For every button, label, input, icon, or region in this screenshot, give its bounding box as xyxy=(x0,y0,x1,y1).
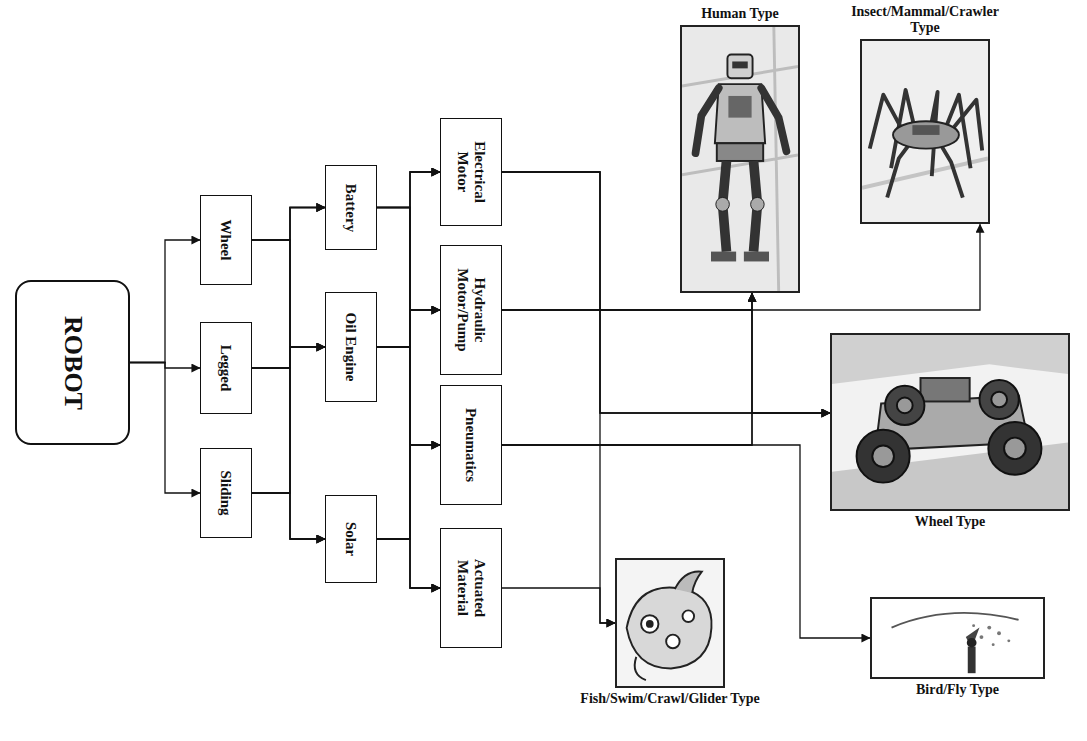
connector-arrow xyxy=(252,347,325,493)
power-box: Solar xyxy=(325,495,377,583)
type-label: Wheel Type xyxy=(825,514,1075,530)
box-label: Pneumatics xyxy=(463,408,480,482)
connector-arrow xyxy=(252,240,325,347)
robot-type-picture: Human Type xyxy=(660,6,820,293)
box-label: Actuated Material xyxy=(455,548,488,628)
connector-arrow xyxy=(252,208,325,494)
connector-arrow xyxy=(377,347,440,445)
connector-arrow xyxy=(502,310,830,413)
connector-arrow xyxy=(130,240,200,363)
box-label: Oil Engine xyxy=(343,313,360,382)
hexapod-robot-picture xyxy=(862,41,988,222)
connector-arrow xyxy=(377,208,440,311)
connector-arrow xyxy=(252,347,325,368)
connector-arrow xyxy=(252,208,325,241)
connector-arrow xyxy=(377,208,440,446)
type-label: Insect/Mammal/Crawler Type xyxy=(835,4,1015,36)
picture-frame xyxy=(870,597,1045,679)
connector-arrow xyxy=(130,363,200,494)
flying-robot-picture xyxy=(872,599,1043,677)
box-label: Legged xyxy=(218,345,235,392)
box-label: Battery xyxy=(343,183,360,231)
connector-arrow xyxy=(377,539,440,588)
robot-type-picture: Bird/Fly Type xyxy=(850,597,1065,698)
locomotion-box: Sliding xyxy=(200,448,252,538)
connector-arrow xyxy=(502,172,615,623)
connector-arrow xyxy=(502,293,752,445)
box-label: Hydraulic Motor/Pump xyxy=(455,258,488,362)
connector-arrow xyxy=(502,413,830,445)
fish-robot-picture xyxy=(617,560,723,686)
box-label: Sliding xyxy=(218,470,235,515)
robot-type-picture: Wheel Type xyxy=(825,333,1075,530)
box-label: Wheel xyxy=(218,220,235,261)
picture-frame xyxy=(860,39,990,224)
connector-arrow xyxy=(502,588,615,623)
actuator-box: Pneumatics xyxy=(440,385,502,505)
type-label: Bird/Fly Type xyxy=(850,682,1065,698)
type-label: Human Type xyxy=(660,6,820,22)
humanoid-robot-picture xyxy=(682,27,798,291)
picture-frame xyxy=(830,333,1070,511)
type-label: Fish/Swim/Crawl/Glider Type xyxy=(560,691,780,707)
box-label: Electrical Motor xyxy=(455,129,488,215)
connector-arrow xyxy=(377,172,440,539)
connector-arrow xyxy=(502,293,752,310)
connector-arrow xyxy=(252,493,325,539)
robot-type-picture: Insect/Mammal/Crawler Type xyxy=(835,4,1015,224)
actuator-box: Hydraulic Motor/Pump xyxy=(440,245,502,375)
locomotion-box: Wheel xyxy=(200,195,252,285)
connector-arrow xyxy=(377,310,440,347)
connector-arrow xyxy=(377,172,440,347)
connector-arrow xyxy=(252,240,325,539)
connector-arrow xyxy=(377,172,440,208)
box-label: Solar xyxy=(343,522,360,556)
robot-type-picture: Fish/Swim/Crawl/Glider Type xyxy=(560,558,780,707)
locomotion-box: Legged xyxy=(200,322,252,414)
box-label: ROBOT xyxy=(58,316,87,410)
actuator-box: Electrical Motor xyxy=(440,118,502,226)
wheeled-rover-picture xyxy=(832,335,1068,509)
connector-arrow xyxy=(252,208,325,369)
picture-frame xyxy=(680,25,800,293)
connector-arrow xyxy=(377,347,440,588)
picture-frame xyxy=(615,558,725,688)
connector-arrow xyxy=(377,445,440,539)
root-box: ROBOT xyxy=(15,280,130,445)
connector-arrow xyxy=(252,368,325,539)
connector-arrow xyxy=(377,310,440,539)
connector-arrow xyxy=(377,208,440,589)
power-box: Oil Engine xyxy=(325,292,377,402)
actuator-box: Actuated Material xyxy=(440,528,502,648)
power-box: Battery xyxy=(325,165,377,250)
